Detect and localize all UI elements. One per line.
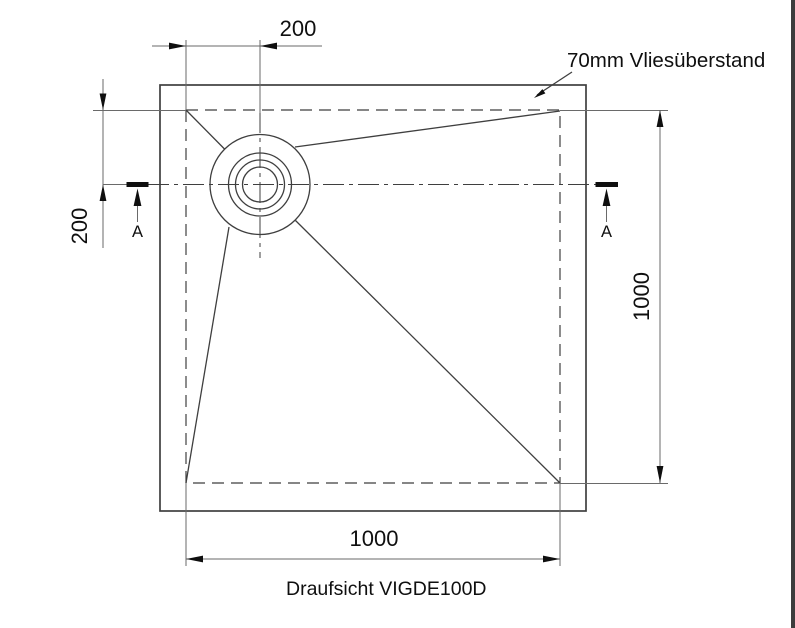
- fleece-outline: [159, 84, 587, 512]
- dim-bottom-arrow-left: [186, 555, 203, 563]
- page-edge-line: [791, 0, 795, 628]
- fleece-note: 70mm Vliesüberstand: [534, 49, 765, 98]
- slope-line-bottom-right: [295, 220, 561, 484]
- dim-bottom-value: 1000: [350, 526, 399, 551]
- dim-bottom: 1000: [185, 483, 561, 566]
- drain: [209, 133, 311, 236]
- fleece-leader-arrow: [534, 89, 546, 98]
- slope-lines: [185, 109, 561, 484]
- section-marker-left: A: [126, 182, 149, 241]
- section-cut-bar-left: [126, 182, 149, 187]
- dim-left-arrow-bottom: [99, 184, 107, 201]
- dim-top-arrow-right: [260, 42, 277, 50]
- section-label-left: A: [132, 223, 143, 241]
- fleece-note-text: 70mm Vliesüberstand: [567, 49, 765, 72]
- section-arrow-left: [133, 188, 142, 206]
- slope-line-top-left: [185, 109, 226, 150]
- drain-inner-circle: [241, 166, 279, 203]
- section-label-right: A: [601, 223, 612, 241]
- dim-right-arrow-top: [656, 110, 664, 127]
- dim-right: 1000: [560, 110, 668, 484]
- dim-left-value: 200: [67, 208, 92, 245]
- element-outline-dashed: [185, 109, 561, 484]
- dim-top-value: 200: [280, 16, 317, 41]
- dim-left-arrow-top: [99, 93, 107, 110]
- dim-right-value: 1000: [629, 272, 654, 321]
- dim-top-arrow-left: [169, 42, 186, 50]
- slope-line-top-right: [294, 110, 561, 148]
- drain-outer-circle: [209, 133, 311, 236]
- drain-flange-circle: [227, 152, 293, 217]
- section-marker-right: A: [595, 182, 618, 241]
- slope-line-bottom-left: [185, 226, 230, 484]
- dim-left: 200: [67, 79, 186, 248]
- dim-bottom-arrow-right: [543, 555, 560, 563]
- section-arrow-right: [602, 188, 611, 206]
- section-cut-bar-right: [595, 182, 618, 187]
- dim-top: 200: [152, 16, 322, 113]
- view-title: Draufsicht VIGDE100D: [286, 578, 487, 600]
- drain-middle-circle: [234, 159, 286, 210]
- dim-right-arrow-bottom: [656, 466, 664, 483]
